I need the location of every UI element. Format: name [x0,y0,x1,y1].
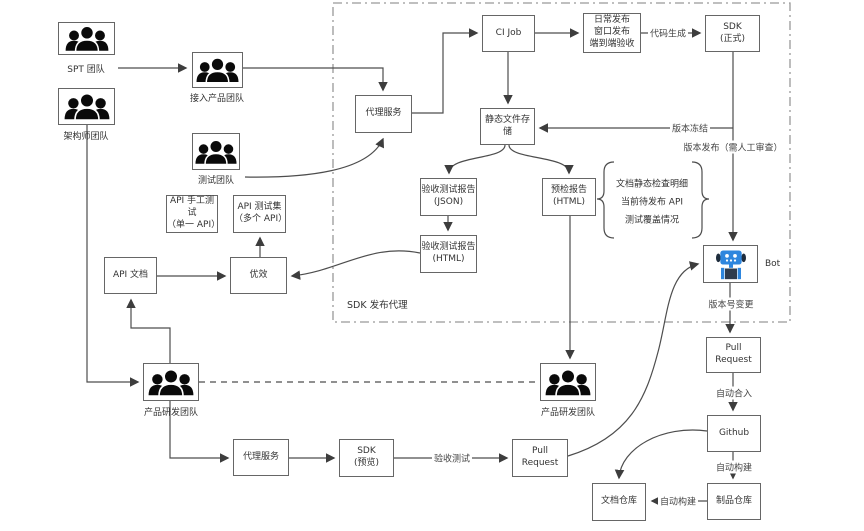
edge-access-to-proxy [243,67,388,92]
node-doc-repo: 文档仓库 [592,483,646,521]
edge-github-to-docrepo [614,429,708,480]
team-label-product-dev-left: 产品研发团队 [143,408,199,418]
people-icon [64,25,109,53]
edge-label-auto-build-doc: 自动构建 [657,494,699,508]
container-label: SDK 发布代理 [347,300,408,311]
node-static-file-storage: 静态文件存储 [480,108,535,145]
team-box-product-dev-right [540,363,596,401]
team-label-spt: SPT 团队 [67,65,105,75]
node-precheck-report-html: 预检报告 (HTML) [542,178,596,216]
people-icon [194,139,238,165]
team-box-architect [58,88,115,125]
edge-label-auto-merge: 自动合入 [713,386,755,400]
edge-label-version-release: 版本发布（需人工审查） [681,140,785,154]
node-api-doc: API 文档 [104,257,157,294]
edge-architect-to-proddev [86,125,140,387]
team-label-architect: 架构师团队 [63,132,109,142]
node-github: Github [707,415,761,452]
annotation-line-2: 当前待发布 API [620,197,684,208]
edge-proxy-to-cijob [412,28,479,114]
edge-label-acceptance-test: 验收测试 [431,451,473,465]
annotation-line-3: 测试覆盖情况 [624,215,680,226]
node-youxiao: 优效 [230,257,287,294]
edge-label-code-generation: 代码生成 [647,26,689,40]
team-label-product-dev-right: 产品研发团队 [540,408,596,418]
edge-storage-to-precheck [508,144,574,175]
team-box-spt [58,22,115,55]
edge-label-version-freeze: 版本冻结 [669,121,711,135]
left-brace [596,161,615,239]
node-ci-job: CI Job [482,15,535,52]
node-bot [703,245,758,283]
people-icon [195,57,240,84]
node-sdk-preview: SDK (预览) [339,439,394,477]
people-icon [147,368,195,397]
node-artifact-repo: 制品仓库 [707,483,761,520]
node-api-manual-test: API 手工测试 （单一 API） [166,195,220,233]
team-box-access-product [192,52,243,88]
team-box-product-dev-left [143,363,199,401]
edge-storage-to-reportjson [444,144,506,175]
sdk-release-proxy-container [332,2,791,323]
node-acceptance-report-json: 验收测试报告 (JSON) [420,178,477,216]
team-box-test [192,133,240,170]
edge-testteam-to-proxy [244,137,384,178]
node-api-test-suite: API 测试集 （多个 API） [233,195,287,233]
node-acceptance-report-html: 验收测试报告 (HTML) [420,235,477,273]
people-icon [544,368,592,397]
edge-pullrequest-to-bot [567,261,700,457]
edge-label-version-bump: 版本号变更 [706,297,756,311]
robot-icon [715,250,746,279]
node-daily-release: 日常发布 窗口发布 端到端验收 [583,13,641,53]
edge-proddev-to-apidoc [126,298,171,363]
edge-proddev-to-proxybottom [169,401,230,463]
bot-label: Bot [765,259,781,269]
node-pull-request-acceptance: Pull Request [512,439,568,477]
right-brace [691,161,710,239]
edge-reporthtml-to-youxiao [290,250,421,280]
node-sdk-official: SDK (正式) [705,15,760,52]
node-pull-request-release: Pull Request [706,337,761,373]
node-proxy-service-bottom: 代理服务 [233,439,289,476]
team-label-test: 测试团队 [197,176,235,186]
team-label-access-product: 接入产品团队 [189,94,245,104]
edge-label-auto-build-artifact: 自动构建 [713,460,755,474]
annotation-line-1: 文档静态检查明细 [615,179,689,190]
node-proxy-service-top: 代理服务 [355,95,412,133]
people-icon [63,92,110,121]
